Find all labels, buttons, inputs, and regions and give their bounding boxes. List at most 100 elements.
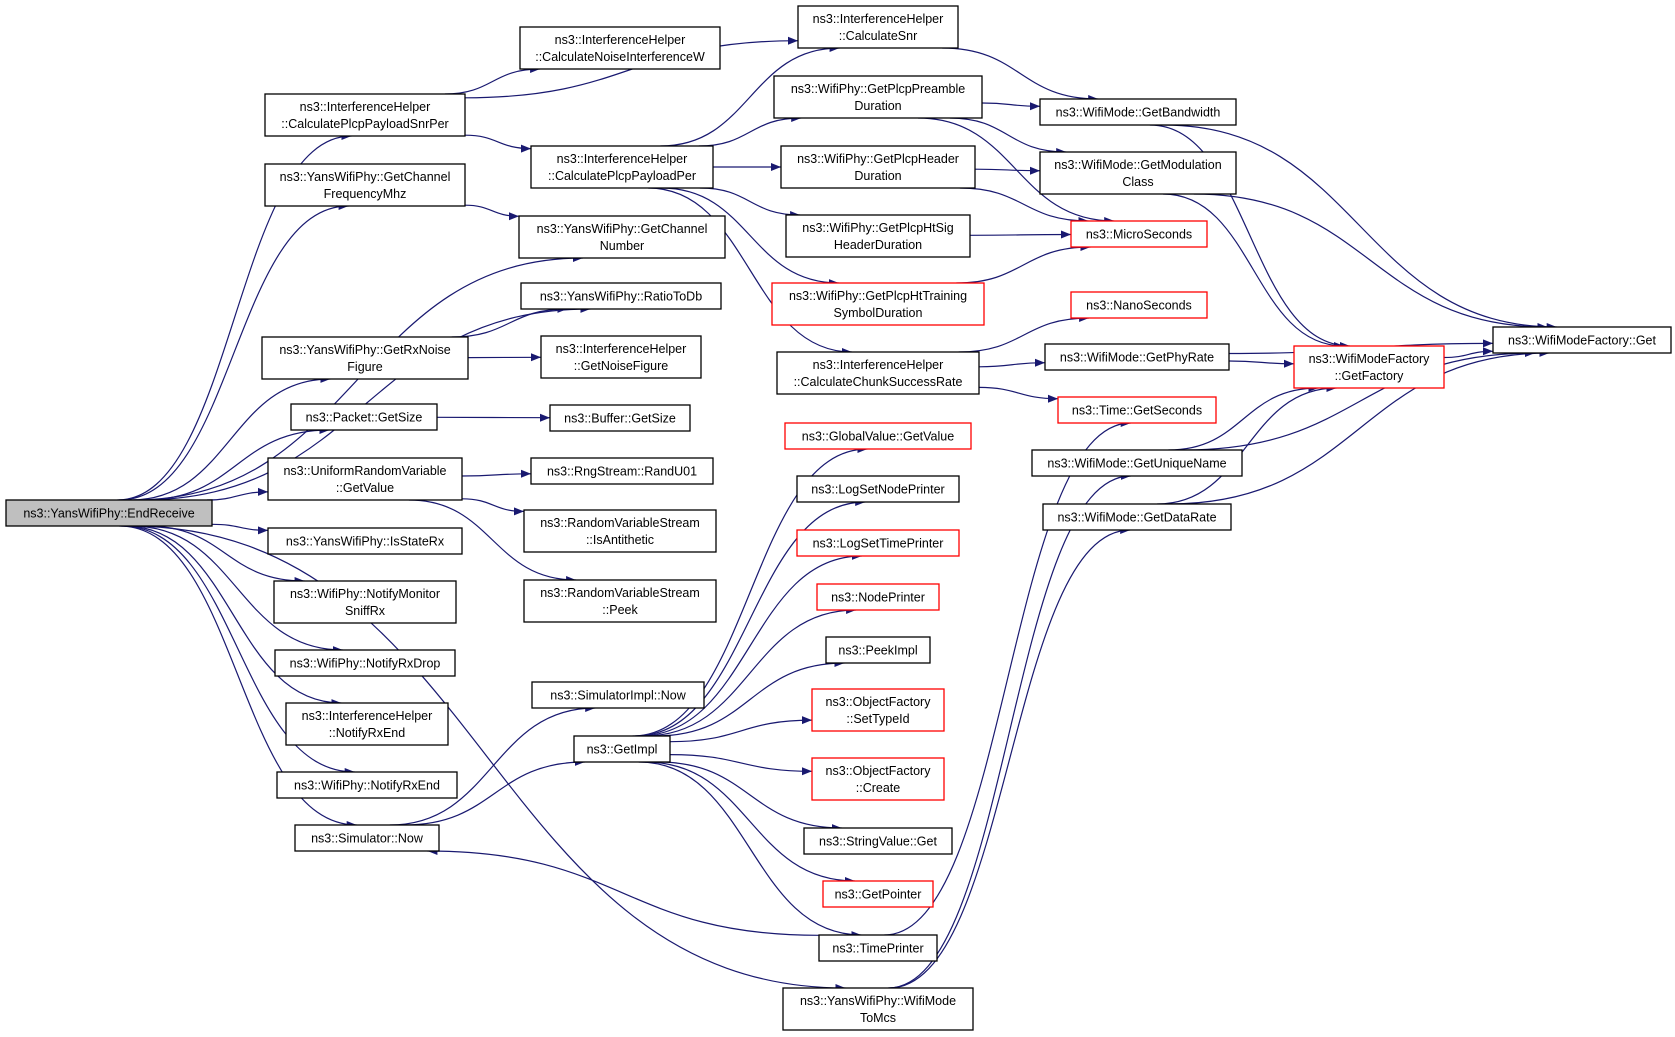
node-calcChunkSuccess[interactable]: ns3::InterferenceHelper::CalculateChunkS… [776, 351, 980, 395]
node-endreceive[interactable]: ns3::YansWifiPhy::EndReceive [5, 499, 213, 527]
node-label: FrequencyMhz [324, 187, 407, 201]
node-ihNotifyRxEnd[interactable]: ns3::InterferenceHelper::NotifyRxEnd [285, 702, 449, 746]
node-logSetNodePrinter[interactable]: ns3::LogSetNodePrinter [796, 475, 960, 503]
node-box [523, 579, 717, 623]
node-label: ns3::Simulator::Now [311, 832, 424, 846]
node-simulatorNow[interactable]: ns3::Simulator::Now [294, 824, 440, 852]
node-box [267, 457, 463, 501]
node-logSetTimePrinter[interactable]: ns3::LogSetTimePrinter [796, 529, 960, 557]
node-label: ns3::YansWifiPhy::GetChannel [280, 170, 451, 184]
call-edge [427, 847, 820, 936]
node-label: ns3::YansWifiPhy::IsStateRx [286, 535, 445, 549]
node-nodePrinter[interactable]: ns3::NodePrinter [816, 583, 940, 611]
node-box [549, 404, 691, 432]
node-label: ns3::WifiPhy::NotifyRxEnd [294, 779, 440, 793]
call-edge [389, 704, 596, 826]
node-calcPlcpSnrPer[interactable]: ns3::InterferenceHelper::CalculatePlcpPa… [264, 93, 466, 137]
node-ofCreate[interactable]: ns3::ObjectFactory::Create [811, 757, 945, 801]
node-getImpl[interactable]: ns3::GetImpl [573, 735, 671, 763]
node-label: ns3::RngStream::RandU01 [547, 465, 697, 479]
node-getUniqueName[interactable]: ns3::WifiMode::GetUniqueName [1031, 449, 1243, 477]
node-label: ToMcs [860, 1011, 896, 1025]
node-notifyRxDrop[interactable]: ns3::WifiPhy::NotifyRxDrop [274, 649, 456, 677]
node-label: ns3::NodePrinter [831, 591, 925, 605]
node-label: ns3::Packet::GetSize [306, 411, 423, 425]
node-label: HeaderDuration [834, 238, 922, 252]
node-label: ::CalculateNoiseInterferenceW [535, 50, 705, 64]
call-edge [699, 187, 801, 219]
call-edge [408, 499, 577, 584]
node-simImplNow[interactable]: ns3::SimulatorImpl::Now [531, 681, 705, 709]
node-isStateRx[interactable]: ns3::YansWifiPhy::IsStateRx [267, 527, 463, 555]
node-timeGetSeconds[interactable]: ns3::Time::GetSeconds [1057, 396, 1217, 424]
node-nanoSeconds[interactable]: ns3::NanoSeconds [1070, 291, 1208, 319]
call-edge [959, 187, 1089, 225]
node-timePrinter[interactable]: ns3::TimePrinter [818, 934, 938, 962]
node-box [811, 757, 945, 801]
node-isAntithetic[interactable]: ns3::RandomVariableStream::IsAntithetic [523, 509, 717, 553]
node-label: ns3::InterferenceHelper [300, 100, 431, 114]
node-label: ::Create [856, 781, 901, 795]
node-calcPlcpPayloadPer[interactable]: ns3::InterferenceHelper::CalculatePlcpPa… [530, 145, 714, 189]
node-calcNoiseInterf[interactable]: ns3::InterferenceHelper::CalculateNoiseI… [519, 26, 721, 70]
call-edge [1443, 347, 1494, 359]
node-bufferGetSize[interactable]: ns3::Buffer::GetSize [549, 404, 691, 432]
node-box [1492, 326, 1672, 354]
node-box [803, 827, 953, 855]
call-edge [978, 358, 1046, 368]
node-box [267, 527, 463, 555]
call-edge [1157, 384, 1337, 505]
node-stringValueGet[interactable]: ns3::StringValue::Get [803, 827, 953, 855]
call-edge [661, 187, 839, 287]
node-rvsPeek[interactable]: ns3::RandomVariableStream::Peek [523, 579, 717, 623]
node-label: ns3::LogSetTimePrinter [813, 537, 944, 551]
node-box [520, 282, 722, 310]
node-getNoiseFigure[interactable]: ns3::InterferenceHelper::GetNoiseFigure [540, 335, 702, 379]
node-calculateSnr[interactable]: ns3::InterferenceHelper::CalculateSnr [797, 5, 959, 49]
node-getPointer[interactable]: ns3::GetPointer [822, 880, 934, 908]
node-label: ::Peek [602, 603, 638, 617]
call-edge [1163, 124, 1557, 331]
node-getPlcpHtTraining[interactable]: ns3::WifiPhy::GetPlcpHtTrainingSymbolDur… [771, 282, 985, 326]
node-getFactory[interactable]: ns3::WifiModeFactory::GetFactory [1293, 345, 1445, 389]
node-label: ::GetValue [336, 481, 394, 495]
node-factoryGet[interactable]: ns3::WifiModeFactory::Get [1492, 326, 1672, 354]
node-ofSetTypeId[interactable]: ns3::ObjectFactory::SetTypeId [811, 688, 945, 732]
node-box [530, 145, 714, 189]
node-getDataRate[interactable]: ns3::WifiMode::GetDataRate [1042, 503, 1232, 531]
node-ratioToDb[interactable]: ns3::YansWifiPhy::RatioToDb [520, 282, 722, 310]
call-edge [461, 498, 525, 516]
node-peekImpl[interactable]: ns3::PeekImpl [825, 636, 931, 664]
call-edge [698, 114, 802, 147]
node-label: ns3::InterferenceHelper [302, 709, 433, 723]
node-label: ::CalculateChunkSuccessRate [794, 375, 963, 389]
call-edge [660, 44, 840, 147]
node-getBandwidth[interactable]: ns3::WifiMode::GetBandwidth [1039, 98, 1237, 126]
node-label: ::CalculatePlcpPayloadSnrPer [281, 117, 448, 131]
node-uniformGetValue[interactable]: ns3::UniformRandomVariable::GetValue [267, 457, 463, 501]
node-label: ns3::Buffer::GetSize [564, 412, 676, 426]
node-box [530, 457, 714, 485]
node-globalValueGet[interactable]: ns3::GlobalValue::GetValue [784, 422, 972, 450]
node-label: ns3::YansWifiPhy::GetRxNoise [279, 343, 450, 357]
node-wpNotifyRxEnd[interactable]: ns3::WifiPhy::NotifyRxEnd [276, 771, 458, 799]
node-getPhyRate[interactable]: ns3::WifiMode::GetPhyRate [1044, 343, 1230, 371]
node-label: ::NotifyRxEnd [329, 726, 405, 740]
call-edge [942, 47, 1099, 103]
node-label: ns3::WifiModeFactory [1309, 352, 1431, 366]
node-packetGetSize[interactable]: ns3::Packet::GetSize [290, 403, 438, 431]
call-edge [119, 525, 357, 829]
node-label: Duration [854, 99, 901, 113]
node-box [1044, 343, 1230, 371]
node-microSeconds[interactable]: ns3::MicroSeconds [1070, 220, 1208, 248]
node-randU01[interactable]: ns3::RngStream::RandU01 [530, 457, 714, 485]
